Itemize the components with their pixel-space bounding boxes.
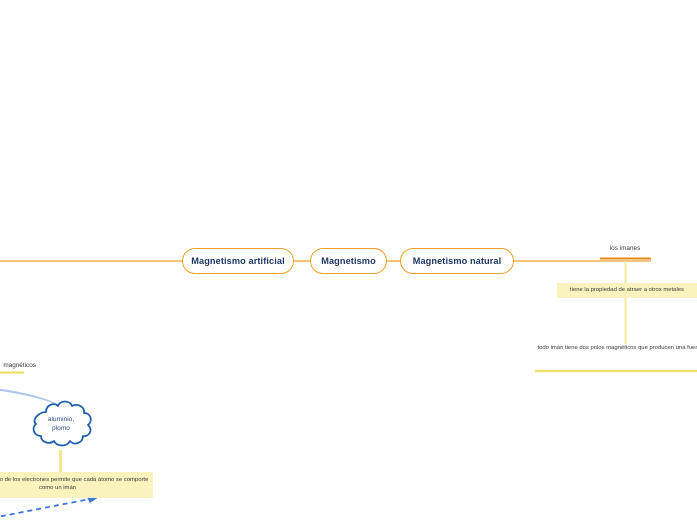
- node-natural-label: Magnetismo natural: [412, 256, 502, 266]
- cloud-shape-icon: [32, 400, 92, 447]
- label-los-imanes-text: los imanes: [609, 245, 641, 252]
- note-movimiento-electrones-text: el movimiento de los electrones permite …: [0, 477, 149, 491]
- node-magnetismo-natural[interactable]: Magnetismo natural: [400, 248, 514, 274]
- cloud-label: aluminio, plomo: [26, 398, 96, 452]
- node-central-label: Magnetismo: [321, 256, 376, 266]
- relation-arrow-dashed: [0, 498, 91, 518]
- note-movimiento-electrones[interactable]: el movimiento de los electrones permite …: [0, 472, 153, 498]
- note-atraer-metales-text: tiene la propiedad de atraer a otros met…: [570, 286, 684, 293]
- node-magnetismo-central[interactable]: Magnetismo: [310, 248, 387, 274]
- cloud-label-line1: aluminio,: [47, 416, 75, 424]
- node-cloud-materiales[interactable]: aluminio, plomo: [26, 398, 96, 452]
- note-polos-magneticos[interactable]: todo imán tiene dos polos magnéticos que…: [528, 344, 697, 352]
- label-los-imanes[interactable]: los imanes: [585, 245, 665, 252]
- label-magneticos-text: magnéticos: [3, 362, 36, 369]
- node-artificial-label: Magnetismo artificial: [191, 256, 285, 266]
- node-magnetismo-artificial[interactable]: Magnetismo artificial: [182, 248, 294, 274]
- note-atraer-metales[interactable]: tiene la propiedad de atraer a otros met…: [557, 283, 697, 298]
- cloud-label-line2: plomo: [52, 425, 70, 432]
- note-polos-magneticos-text: todo imán tiene dos polos magnéticos que…: [537, 345, 697, 351]
- label-magneticos[interactable]: magnéticos: [0, 362, 36, 369]
